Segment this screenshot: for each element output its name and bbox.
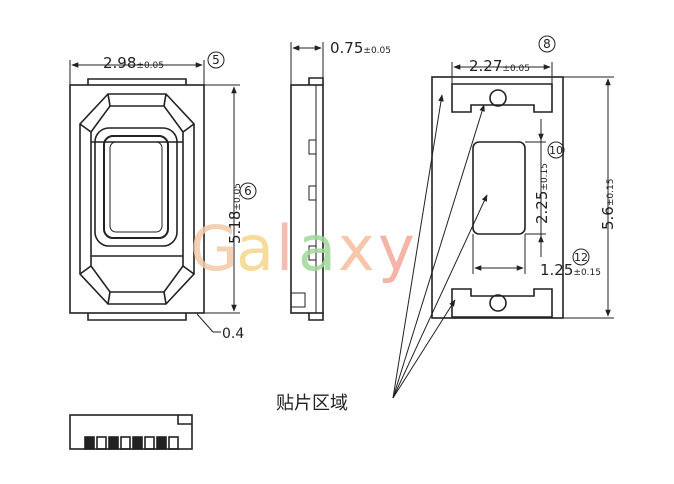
back-pad-width-dimension — [451, 35, 556, 84]
galaxy-watermark: G a l a x y — [190, 212, 415, 285]
callout-8: 8 — [543, 37, 551, 51]
front-height-dimension — [204, 84, 257, 314]
watermark-letter-a2: a — [298, 212, 336, 285]
front-width-dimension — [69, 51, 225, 85]
back-pad-width-label: 2.27±0.05 — [469, 57, 530, 75]
callout-8-circle — [538, 35, 556, 53]
watermark-letter-x: x — [338, 212, 375, 285]
emitter-window — [103, 135, 169, 239]
solder-area-leaders — [392, 94, 488, 399]
callout-5-circle — [207, 51, 225, 69]
callout-5: 5 — [212, 53, 220, 67]
watermark-letter-g: G — [190, 212, 238, 285]
back-view — [431, 76, 564, 319]
corner-label: 0.4 — [222, 326, 244, 342]
front-view — [69, 78, 205, 321]
watermark-letter-y: y — [378, 212, 415, 285]
corner-dimension — [196, 313, 221, 333]
watermark-letter-a1: a — [236, 212, 274, 285]
watermark-letter-l: l — [276, 212, 293, 285]
solder-area-label: 贴片区域 — [276, 393, 348, 414]
back-window-height-label: 2.25±0.15 — [533, 163, 551, 224]
callout-12: 12 — [574, 251, 588, 264]
callout-12-circle — [572, 248, 590, 266]
top-pad — [451, 83, 553, 113]
back-overall-height-label: 5.6±0.15 — [599, 179, 617, 230]
callout-10-circle — [547, 141, 565, 159]
callout-10: 10 — [549, 144, 563, 157]
emitter-frame — [94, 127, 178, 247]
back-window-width-label: 1.25±0.15 — [540, 261, 601, 279]
side-thickness-dimension — [290, 42, 324, 85]
bottom-pad — [451, 288, 553, 318]
back-overall-height-dimension — [563, 76, 614, 319]
bottom-view — [69, 414, 193, 450]
back-window-width-dimension — [472, 234, 590, 274]
side-view — [290, 77, 324, 321]
side-thickness-label: 0.75±0.05 — [330, 39, 391, 57]
back-window-height-dimension — [525, 119, 565, 257]
back-window — [472, 141, 526, 235]
callout-6: 6 — [244, 184, 252, 198]
front-height-label: 5.18±0.05 — [226, 183, 244, 244]
callout-6-circle — [239, 182, 257, 200]
front-width-label: 2.98±0.05 — [103, 54, 164, 72]
